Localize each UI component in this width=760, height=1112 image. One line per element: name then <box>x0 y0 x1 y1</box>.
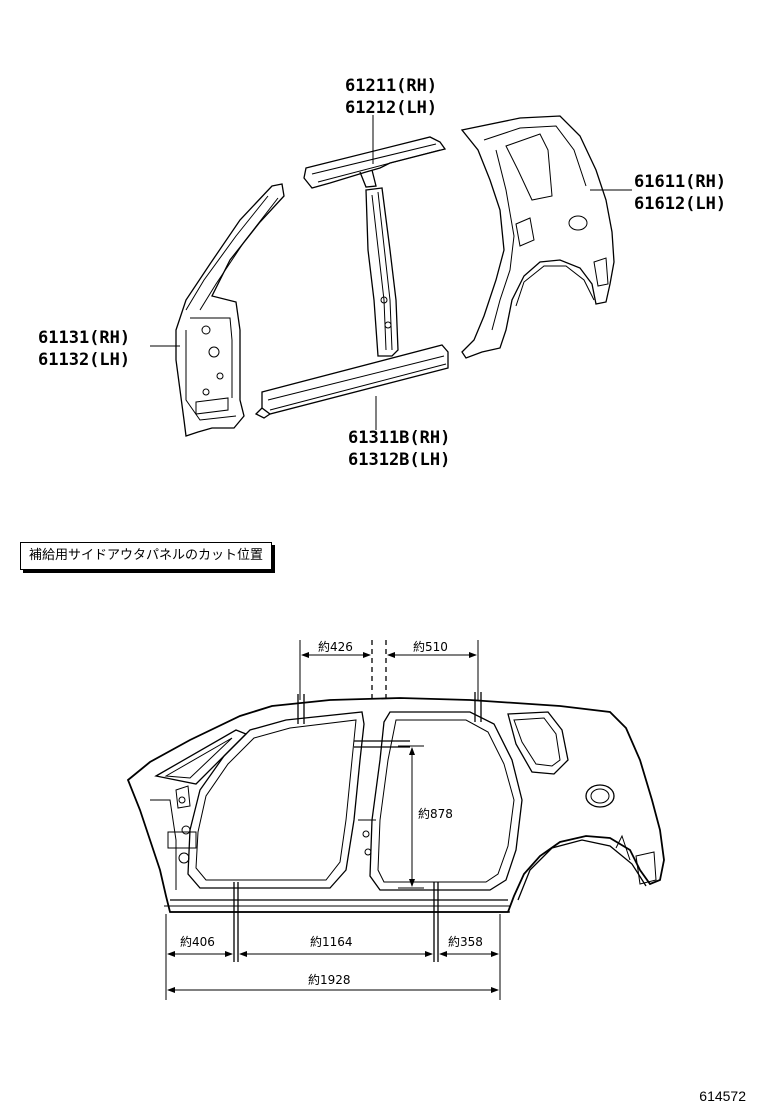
roof-rail-rh-label: 61211(RH) <box>345 76 437 96</box>
quarter-panel-rh-label: 61611(RH) <box>634 172 726 192</box>
rocker-lh-label: 61312B(LH) <box>348 450 450 470</box>
front-pillar-lh-label: 61132(LH) <box>38 350 130 370</box>
roof-rail-lh-label: 61212(LH) <box>345 98 437 118</box>
dim-426-label: 約426 <box>318 639 353 654</box>
dim-358-label: 約358 <box>448 934 483 949</box>
quarter-panel-part <box>460 115 615 359</box>
roof-rail-part <box>303 136 447 189</box>
dim-406-label: 約406 <box>180 934 215 949</box>
dim-1928-label: 約1928 <box>308 972 351 987</box>
front-pillar-rh-label: 61131(RH) <box>38 328 130 348</box>
dim-1164-label: 約1164 <box>310 934 353 949</box>
side-outer-panel <box>126 697 665 913</box>
diagram-id: 614572 <box>699 1088 746 1104</box>
quarter-panel-lh-label: 61612(LH) <box>634 194 726 214</box>
front-pillar-part <box>175 183 285 437</box>
dimension-lines <box>165 640 501 1000</box>
cut-position-marks <box>233 692 482 962</box>
cut-position-note: 補給用サイドアウタパネルのカット位置 <box>20 542 273 570</box>
rocker-rh-label: 61311B(RH) <box>348 428 450 448</box>
center-pillar-rocker-part <box>254 187 449 419</box>
dim-510-label: 約510 <box>413 639 448 654</box>
dim-878-label: 約878 <box>418 806 453 821</box>
